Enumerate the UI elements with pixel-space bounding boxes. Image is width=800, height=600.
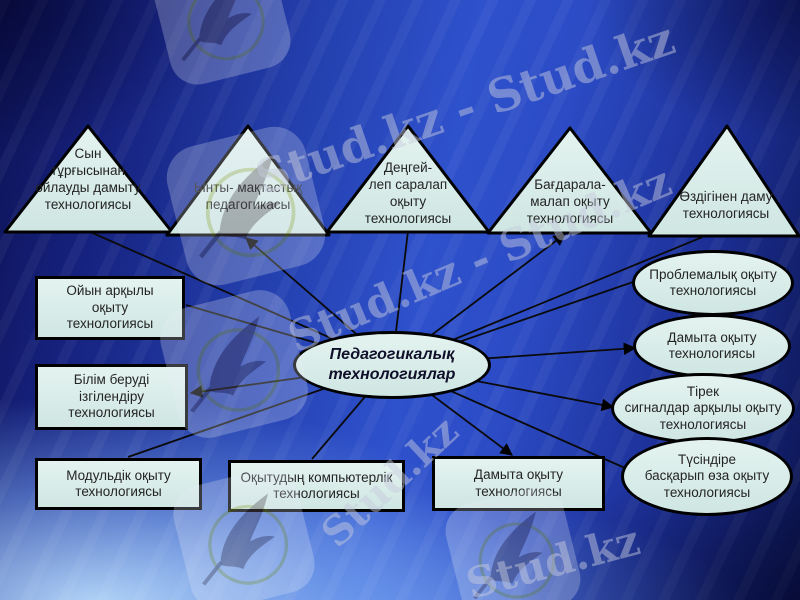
triangle-3: [325, 124, 491, 234]
triangle-1-label: Сын тұрғысынан ойлауды дамыту технология…: [35, 146, 141, 212]
center-ellipse-pedagogical-technologies: Педагогикалық технологиялар: [293, 331, 491, 399]
right-ellipse-advance-learning: Түсіндіре басқарып өза оқыту технологияс…: [621, 437, 793, 516]
bottom-box-developmental: Дамыта оқыту технологиясы: [432, 456, 605, 511]
triangle-1: [3, 124, 174, 234]
triangle-4-label: Бағдарала- малап оқыту технологиясы: [526, 177, 614, 226]
triangle-3-label: Деңгей- леп саралап оқыту технологиясы: [364, 160, 452, 226]
triangle-2: [165, 124, 331, 237]
right-ellipse-1-label: Проблемалық оқыту технологиясы: [649, 266, 777, 298]
triangle-4: [486, 126, 653, 235]
bottom-box-3-label: Дамыта оқыту технологиясы: [473, 467, 564, 499]
left-box-game-learning: Ойын арқылы оқыту технологиясы: [35, 276, 185, 340]
left-box-1-label: Ойын арқылы оқыту технологиясы: [66, 283, 154, 332]
triangle-2-label: Ынты- мақтастық педагогикасы: [193, 180, 303, 212]
bottom-box-computer: Оқытудың компьютерлік технологиясы: [228, 460, 405, 512]
bottom-box-2-label: Оқытудың компьютерлік технологиясы: [240, 469, 393, 501]
triangle-5-label: Өздігінен даму технологиясы: [679, 189, 773, 221]
bottom-box-1-label: Модульдік оқыту технологиясы: [66, 467, 171, 499]
bottom-box-modular: Модульдік оқыту технологиясы: [35, 458, 202, 510]
right-ellipse-developmental: Дамыта оқыту технологиясы: [633, 314, 791, 378]
right-ellipse-reference-signals: Тірек сигналдар арқылы оқыту технологияс…: [611, 373, 795, 444]
right-ellipse-problem-learning: Проблемалық оқыту технологиясы: [632, 250, 794, 316]
triangle-5: [647, 124, 800, 238]
left-box-2-label: Білім беруді ізгілендіру технологиясы: [68, 372, 155, 421]
right-ellipse-4-label: Түсіндіре басқарып өза оқыту технологияс…: [644, 451, 770, 500]
right-ellipse-3-label: Тірек сигналдар арқылы оқыту технологияс…: [624, 383, 782, 432]
center-ellipse-label: Педагогикалық технологиялар: [328, 346, 456, 383]
right-ellipse-2-label: Дамыта оқыту технологиясы: [667, 329, 757, 361]
left-box-humanization: Білім беруді ізгілендіру технологиясы: [35, 364, 188, 430]
